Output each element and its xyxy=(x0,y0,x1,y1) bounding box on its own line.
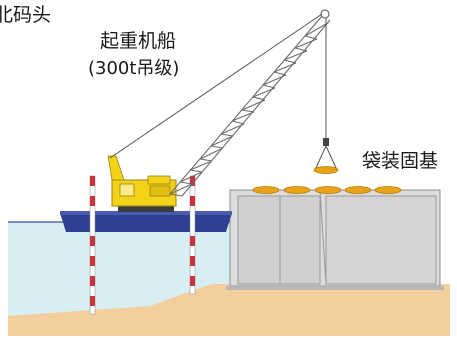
spud-pile-right xyxy=(189,175,196,295)
boom-tip-sheave xyxy=(320,9,330,19)
spud-pile-left xyxy=(89,175,96,315)
wharf-label: 北码头 xyxy=(0,4,52,26)
bagged-foundation-icon xyxy=(252,186,402,194)
hook-icon xyxy=(313,138,339,174)
concrete-caisson xyxy=(226,189,444,290)
pendant-line xyxy=(109,13,323,159)
crane-boom xyxy=(169,15,331,197)
crane-ship-label: 起重机船 xyxy=(100,30,177,52)
seabed xyxy=(8,284,450,336)
bagged-foundation-label: 袋装固基 xyxy=(362,150,439,172)
crane-capacity-label: (300t吊级) xyxy=(88,58,180,79)
crane-body xyxy=(107,155,177,212)
barge-hull xyxy=(60,211,232,232)
